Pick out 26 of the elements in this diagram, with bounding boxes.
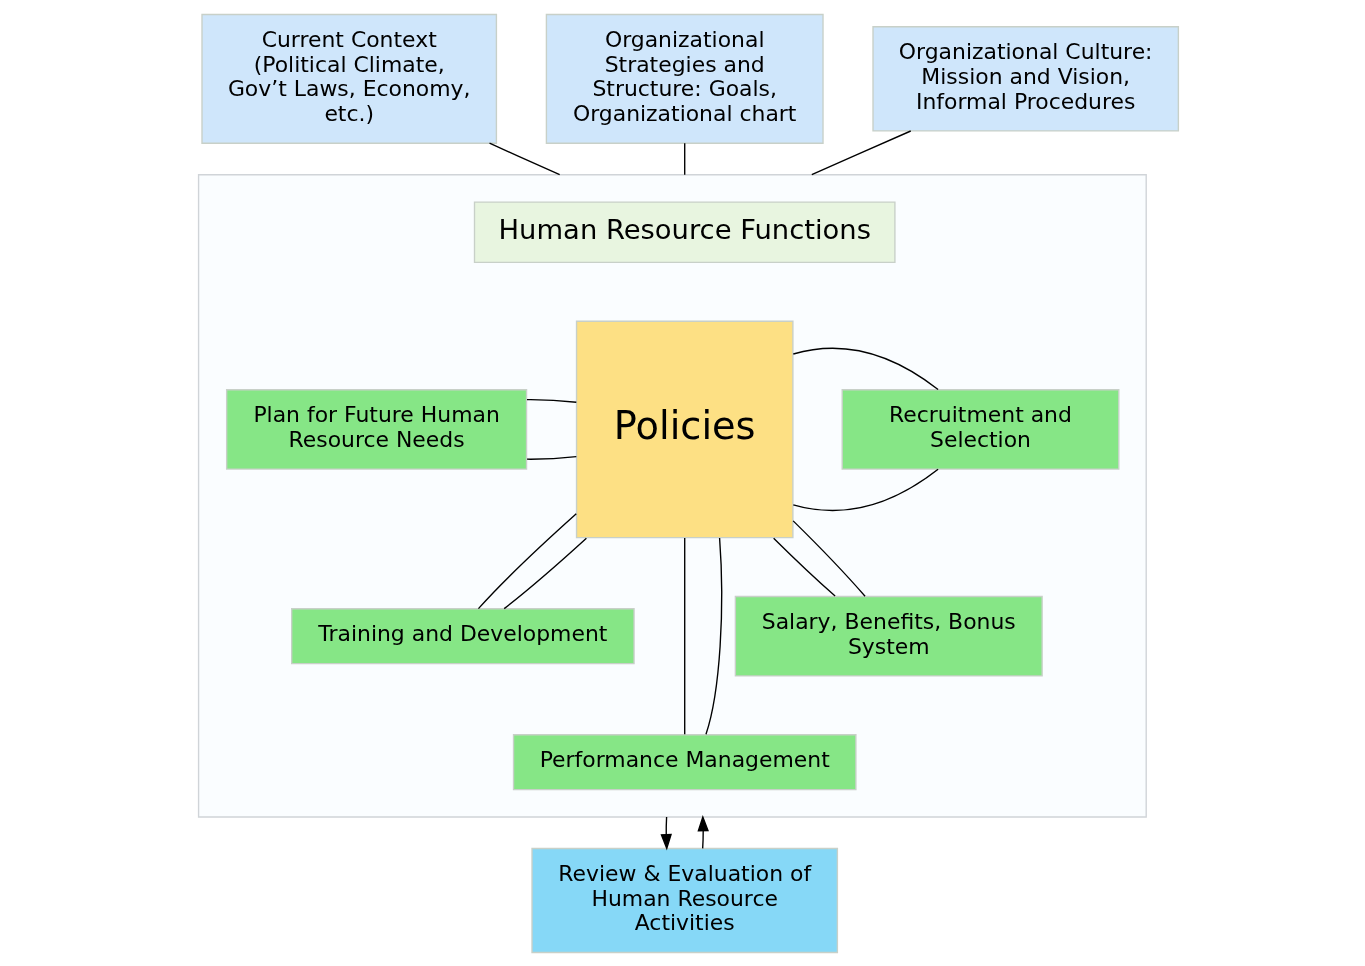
node-box: Organizational Culture: Mission and Vision, Informal Procedures <box>871 25 1179 132</box>
connector <box>772 537 836 597</box>
node-box: Organizational Strategies and Structure: Goals, Organizational chart <box>545 13 824 144</box>
connector <box>792 468 939 511</box>
node-box: Plan for Future Human Resource Needs <box>225 388 527 470</box>
connector <box>704 536 722 735</box>
connector <box>683 142 685 175</box>
connector <box>810 129 911 175</box>
connector <box>792 347 939 390</box>
connector <box>683 536 685 735</box>
node-box: Salary, Benefits, Bonus System <box>734 595 1043 677</box>
node-box: Human Resource Functions <box>473 200 896 263</box>
connector <box>503 537 587 609</box>
cluster <box>197 173 1147 818</box>
node-box: Review & Evaluation of Human Resource Activities <box>530 847 838 953</box>
node-box: Policies <box>575 320 794 538</box>
connector <box>792 519 866 597</box>
node-box: Current Context (Political Climate, Gov’t Laws, Economy, etc.) <box>200 13 497 144</box>
connector <box>525 455 577 460</box>
connector <box>477 512 577 609</box>
node-box: Training and Development <box>290 607 635 664</box>
arrow <box>696 814 709 849</box>
connector <box>525 398 577 403</box>
node-box: Recruitment and Selection <box>841 388 1119 470</box>
node-box: Performance Management <box>512 733 857 790</box>
connector <box>488 142 560 175</box>
